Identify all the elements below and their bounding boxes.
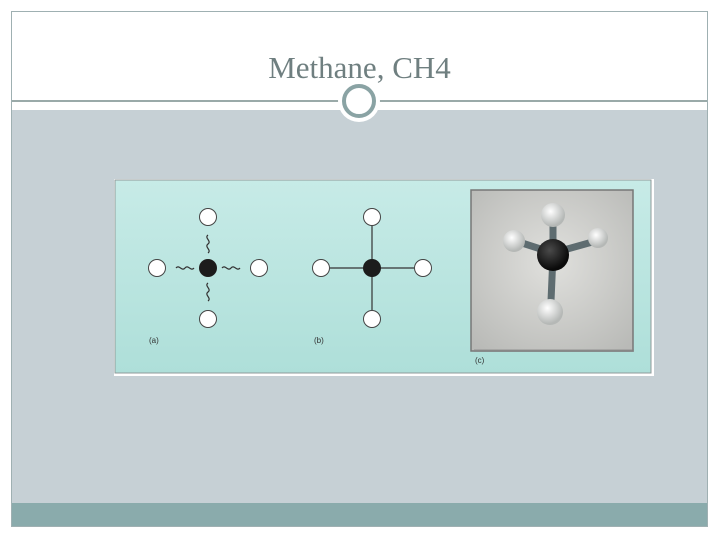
panel-c-model-photo: (c) — [470, 189, 634, 365]
panel-a-label: (a) — [149, 336, 159, 345]
electron-pair-icon — [206, 234, 210, 254]
carbon-ball — [537, 239, 569, 271]
methane-figure-svg: (a) (b) — [114, 179, 652, 374]
carbon-atom — [199, 259, 217, 277]
hydrogen-atom — [363, 208, 381, 226]
panel-c-label: (c) — [475, 356, 485, 365]
hydrogen-ball — [537, 299, 563, 325]
hydrogen-atom — [148, 259, 166, 277]
hydrogen-atom — [363, 310, 381, 328]
panel-b-label: (b) — [314, 336, 324, 345]
methane-figure: (a) (b) — [114, 179, 654, 376]
hydrogen-atom — [312, 259, 330, 277]
carbon-atom — [363, 259, 381, 277]
hydrogen-atom — [250, 259, 268, 277]
electron-pair-icon — [221, 266, 241, 270]
slide-frame — [11, 11, 708, 527]
footer-band — [12, 503, 707, 526]
electron-pair-icon — [175, 266, 195, 270]
panel-b-structural-formula: (b) — [312, 208, 432, 345]
hydrogen-ball — [588, 228, 608, 248]
electron-pair-icon — [206, 282, 210, 302]
circle-ornament — [338, 80, 380, 122]
panel-a-lewis-structure: (a) — [148, 208, 268, 345]
slide-title: Methane, CH4 — [268, 50, 451, 85]
hydrogen-atom — [199, 310, 217, 328]
hydrogen-ball — [541, 203, 565, 227]
hydrogen-ball — [503, 230, 525, 252]
hydrogen-atom — [199, 208, 217, 226]
hydrogen-atom — [414, 259, 432, 277]
